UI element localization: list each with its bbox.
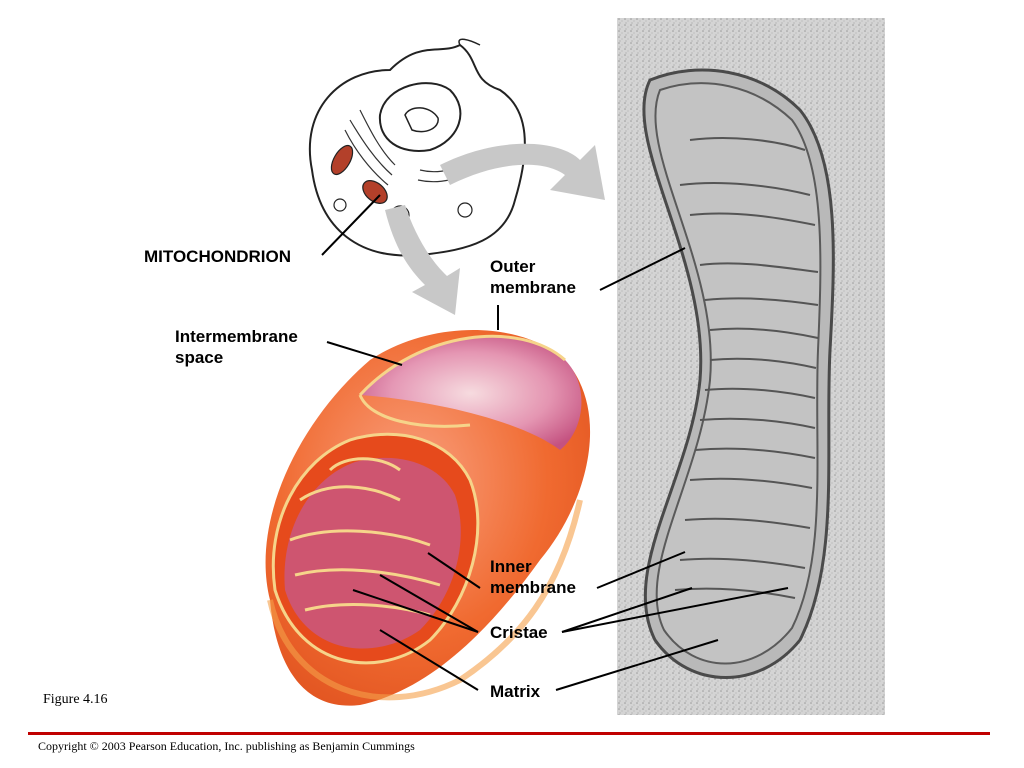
figure-label: Figure 4.16 (43, 692, 108, 707)
leader-lines (321, 194, 789, 691)
matrix-region (284, 457, 461, 649)
label-cristae: Cristae (490, 623, 548, 642)
copyright-notice: Copyright © 2003 Pearson Education, Inc.… (38, 739, 415, 753)
label-inner-membrane: Inner membrane (490, 557, 576, 597)
zoom-arrows (385, 143, 605, 315)
mitochondrion-small-2 (362, 180, 388, 204)
label-outer-membrane: Outer membrane (490, 257, 576, 297)
electron-micrograph (617, 18, 885, 715)
mitochondrion-small-1 (330, 144, 354, 176)
arrow-to-model (385, 205, 460, 315)
label-mitochondrion: MITOCHONDRION (144, 247, 292, 266)
label-intermembrane-space: Intermembrane space (175, 327, 298, 367)
footer-divider (28, 732, 990, 735)
arrow-to-micrograph (440, 143, 605, 200)
mitochondrion-model (265, 330, 591, 706)
label-matrix: Matrix (490, 682, 541, 701)
